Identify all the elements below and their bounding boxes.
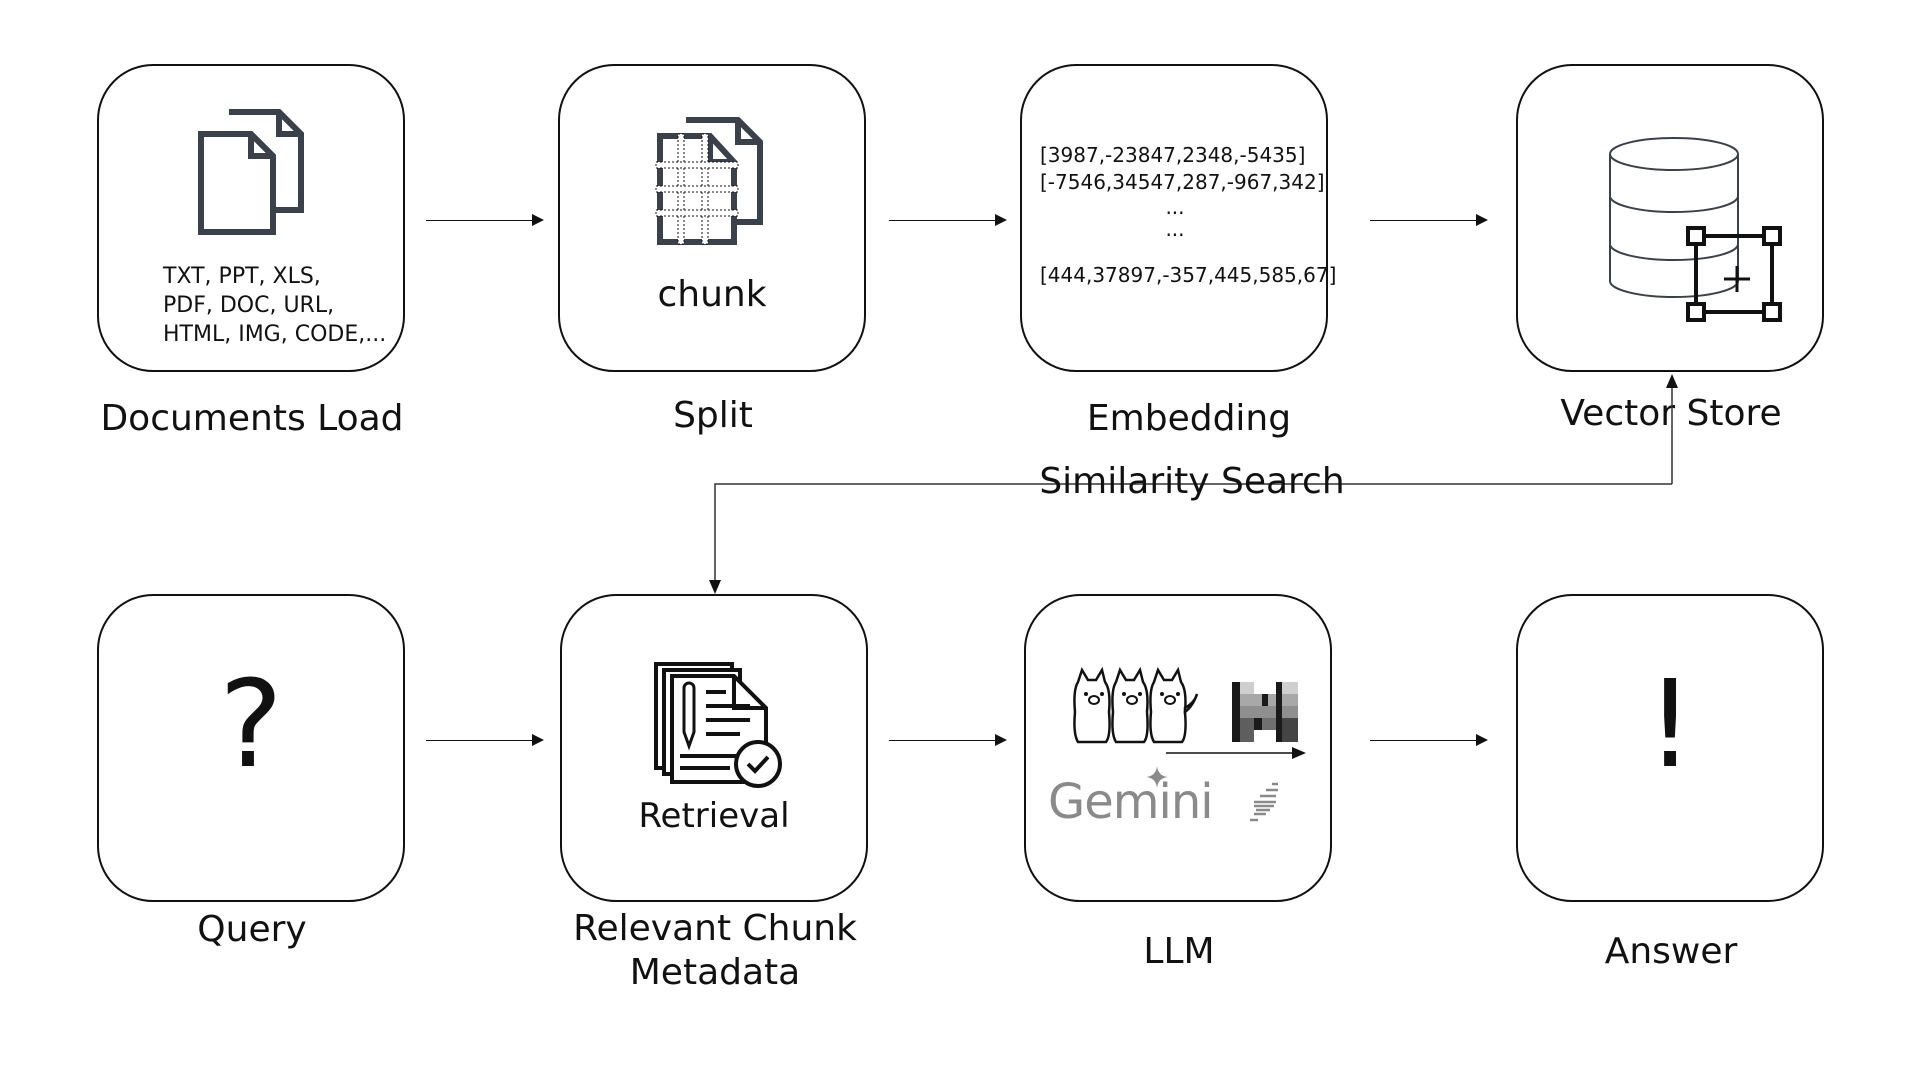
vector-store-label: Vector Store (1560, 393, 1782, 434)
exclamation-mark-icon: ! (1645, 656, 1695, 795)
vector-row: [-7546,34547,287,-967,342] (1040, 170, 1325, 194)
relevant-chunk-label-line1: Relevant Chunk (573, 908, 857, 949)
chunked-document-icon (655, 117, 763, 245)
query-label: Query (197, 909, 307, 950)
arrow-embedding-to-vectorstore (1370, 214, 1488, 226)
llm-label: LLM (1143, 931, 1215, 972)
embedding-node: [3987,-23847,2348,-5435] [-7546,34547,28… (1020, 64, 1336, 372)
llm-inner-arrow (1166, 747, 1306, 759)
vector-row: [3987,-23847,2348,-5435] (1040, 143, 1306, 167)
gemini-sparkle-icon (1146, 766, 1168, 788)
documents-load-node: TXT, PPT, XLS, PDF, DOC, URL, HTML, IMG,… (97, 64, 405, 372)
add-selection-icon (1686, 226, 1782, 322)
vector-row: [444,37897,-357,445,585,67] (1040, 263, 1337, 287)
mistral-logo (1232, 682, 1298, 742)
similarity-search-label: Similarity Search (1039, 461, 1345, 502)
retrieval-text: Retrieval (638, 796, 790, 836)
arrow-llm-to-answer (1370, 734, 1488, 746)
stability-logo (1250, 782, 1278, 822)
embedding-label: Embedding (1086, 398, 1292, 439)
arrow-retrieval-to-llm (889, 734, 1007, 746)
supported-formats-text: TXT, PPT, XLS, PDF, DOC, URL, HTML, IMG,… (163, 264, 387, 347)
vector-store-node (1516, 64, 1824, 372)
split-label: Split (673, 395, 753, 436)
llm-node: Gemini (1024, 594, 1332, 902)
arrow-split-to-embedding (889, 214, 1007, 226)
chunk-text: chunk (657, 274, 767, 315)
question-mark-icon: ? (219, 656, 283, 795)
relevant-chunk-label: Relevant Chunk Metadata (505, 907, 925, 995)
ollama-logo (1073, 666, 1199, 744)
arrow-query-to-retrieval (426, 734, 544, 746)
vector-ellipsis: ... (1165, 217, 1185, 241)
vector-ellipsis: ... (1165, 195, 1185, 219)
split-node: chunk (558, 64, 866, 372)
embedding-vectors: [3987,-23847,2348,-5435] [-7546,34547,28… (1040, 142, 1336, 289)
answer-node: ! (1516, 594, 1824, 902)
gemini-logo-text: Gemini (1048, 774, 1214, 830)
retrieval-document-icon (654, 662, 782, 788)
documents-load-label: Documents Load (100, 398, 404, 439)
retrieval-node: Retrieval (560, 594, 868, 902)
documents-icon (198, 109, 304, 235)
arrow-load-to-split (426, 214, 544, 226)
database-icon (1609, 137, 1782, 322)
answer-label: Answer (1604, 931, 1738, 972)
relevant-chunk-label-line2: Metadata (629, 952, 801, 993)
query-node: ? (97, 594, 405, 902)
